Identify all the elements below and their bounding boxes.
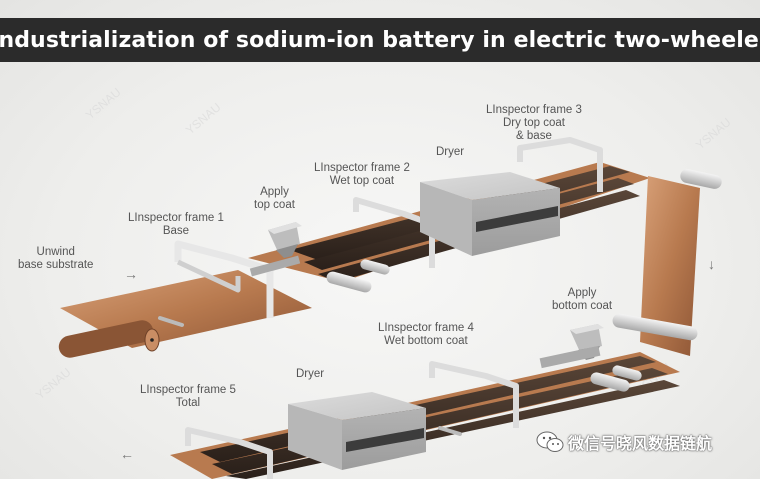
inspector-frame-2 <box>353 197 435 268</box>
label-dryer-top: Dryer <box>436 146 465 158</box>
rollers-bottom <box>590 365 642 392</box>
inspector-frame-5 <box>185 427 273 479</box>
svg-text:YSNAU: YSNAU <box>693 115 734 152</box>
turn-roller <box>612 313 698 341</box>
axle <box>158 316 184 327</box>
dryer-bottom <box>288 392 426 470</box>
unwind-roller <box>58 320 160 358</box>
svg-text:YSNAU: YSNAU <box>83 85 124 122</box>
label-dryer-bottom: Dryer <box>296 368 325 380</box>
wechat-icon <box>536 431 564 452</box>
wechat-watermark: 微信号晓风数据链航 <box>536 430 712 454</box>
flow-arrow-down-icon: ↓ <box>708 256 715 272</box>
inspector-frame-1 <box>174 240 274 318</box>
flow-arrow-right-icon: → <box>124 266 138 282</box>
bottom-coat-applicator <box>539 324 604 369</box>
diagram-title: Industrialization of sodium-ion battery … <box>0 27 760 53</box>
top-coat-applicator <box>249 222 302 277</box>
inspector-frame-3 <box>517 137 603 192</box>
vertical-web <box>640 176 700 356</box>
rollers-top <box>326 169 722 293</box>
flow-arrow-left-icon: ← <box>120 446 134 462</box>
svg-text:YSNAU: YSNAU <box>33 365 74 402</box>
watermark-text: 微信号晓风数据链航 <box>568 434 713 453</box>
inspector-frame-4 <box>429 361 519 428</box>
title-bar: Industrialization of sodium-ion battery … <box>0 18 760 62</box>
svg-text:YSNAU: YSNAU <box>183 100 224 137</box>
dryer-top <box>420 172 560 256</box>
